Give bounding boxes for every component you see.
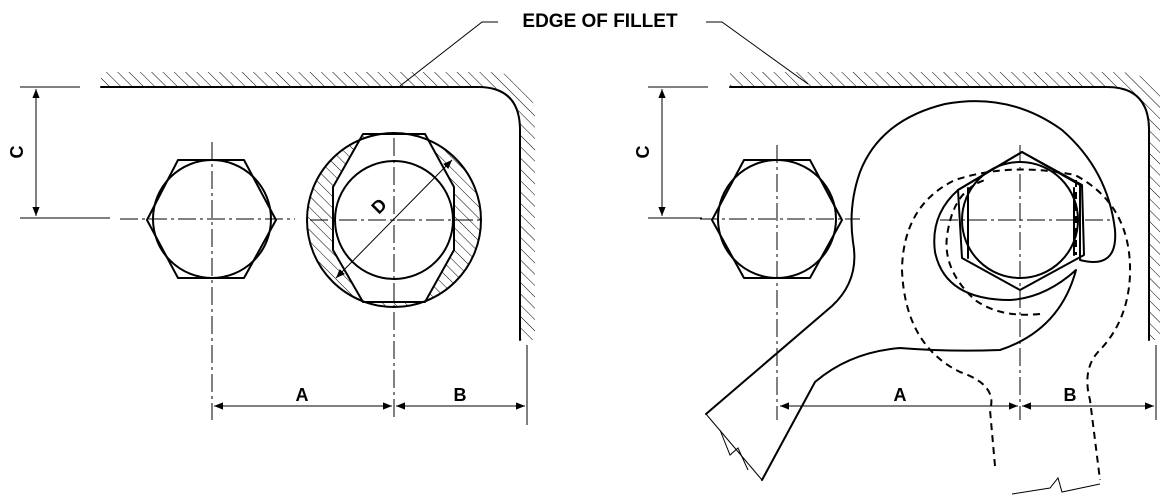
right-view: C bbox=[633, 72, 1160, 495]
wrench-dashed-position bbox=[900, 168, 1132, 495]
dim-line-d bbox=[335, 159, 453, 279]
left-view: C D A B bbox=[7, 72, 535, 425]
dimensions-ab-left: A B bbox=[214, 345, 528, 425]
wrench-break-mark bbox=[719, 429, 749, 471]
leader-left bbox=[399, 21, 498, 87]
fillet-edge bbox=[100, 86, 521, 341]
dimension-c: C bbox=[7, 86, 110, 219]
bolt-head-1 bbox=[120, 142, 295, 420]
edge-of-fillet-label: EDGE OF FILLET bbox=[522, 11, 678, 32]
wrench-solid-position bbox=[705, 100, 1117, 481]
hex-nut-outline bbox=[957, 151, 1085, 291]
fillet-edge-right bbox=[729, 86, 1150, 341]
leader-right bbox=[706, 21, 809, 85]
dim-label-b: B bbox=[454, 385, 467, 405]
socket: D bbox=[306, 132, 482, 420]
dashed-break-mark bbox=[1011, 476, 1101, 495]
dim-label-d: D bbox=[367, 194, 390, 217]
wrench-dashed-outline bbox=[900, 168, 1132, 481]
dim-label-b-right: B bbox=[1064, 385, 1077, 405]
edge-of-fillet-callout: EDGE OF FILLET bbox=[399, 11, 809, 87]
dim-label-a: A bbox=[296, 385, 309, 405]
dimensions-ab-right: A B bbox=[780, 345, 1157, 420]
dim-label-c: C bbox=[7, 146, 27, 159]
dim-label-a-right: A bbox=[894, 385, 907, 405]
dimension-c-right: C bbox=[633, 86, 708, 219]
bolt-head-3 bbox=[700, 145, 860, 420]
dim-label-c-right: C bbox=[633, 146, 653, 159]
wrench-outline bbox=[705, 100, 1117, 481]
